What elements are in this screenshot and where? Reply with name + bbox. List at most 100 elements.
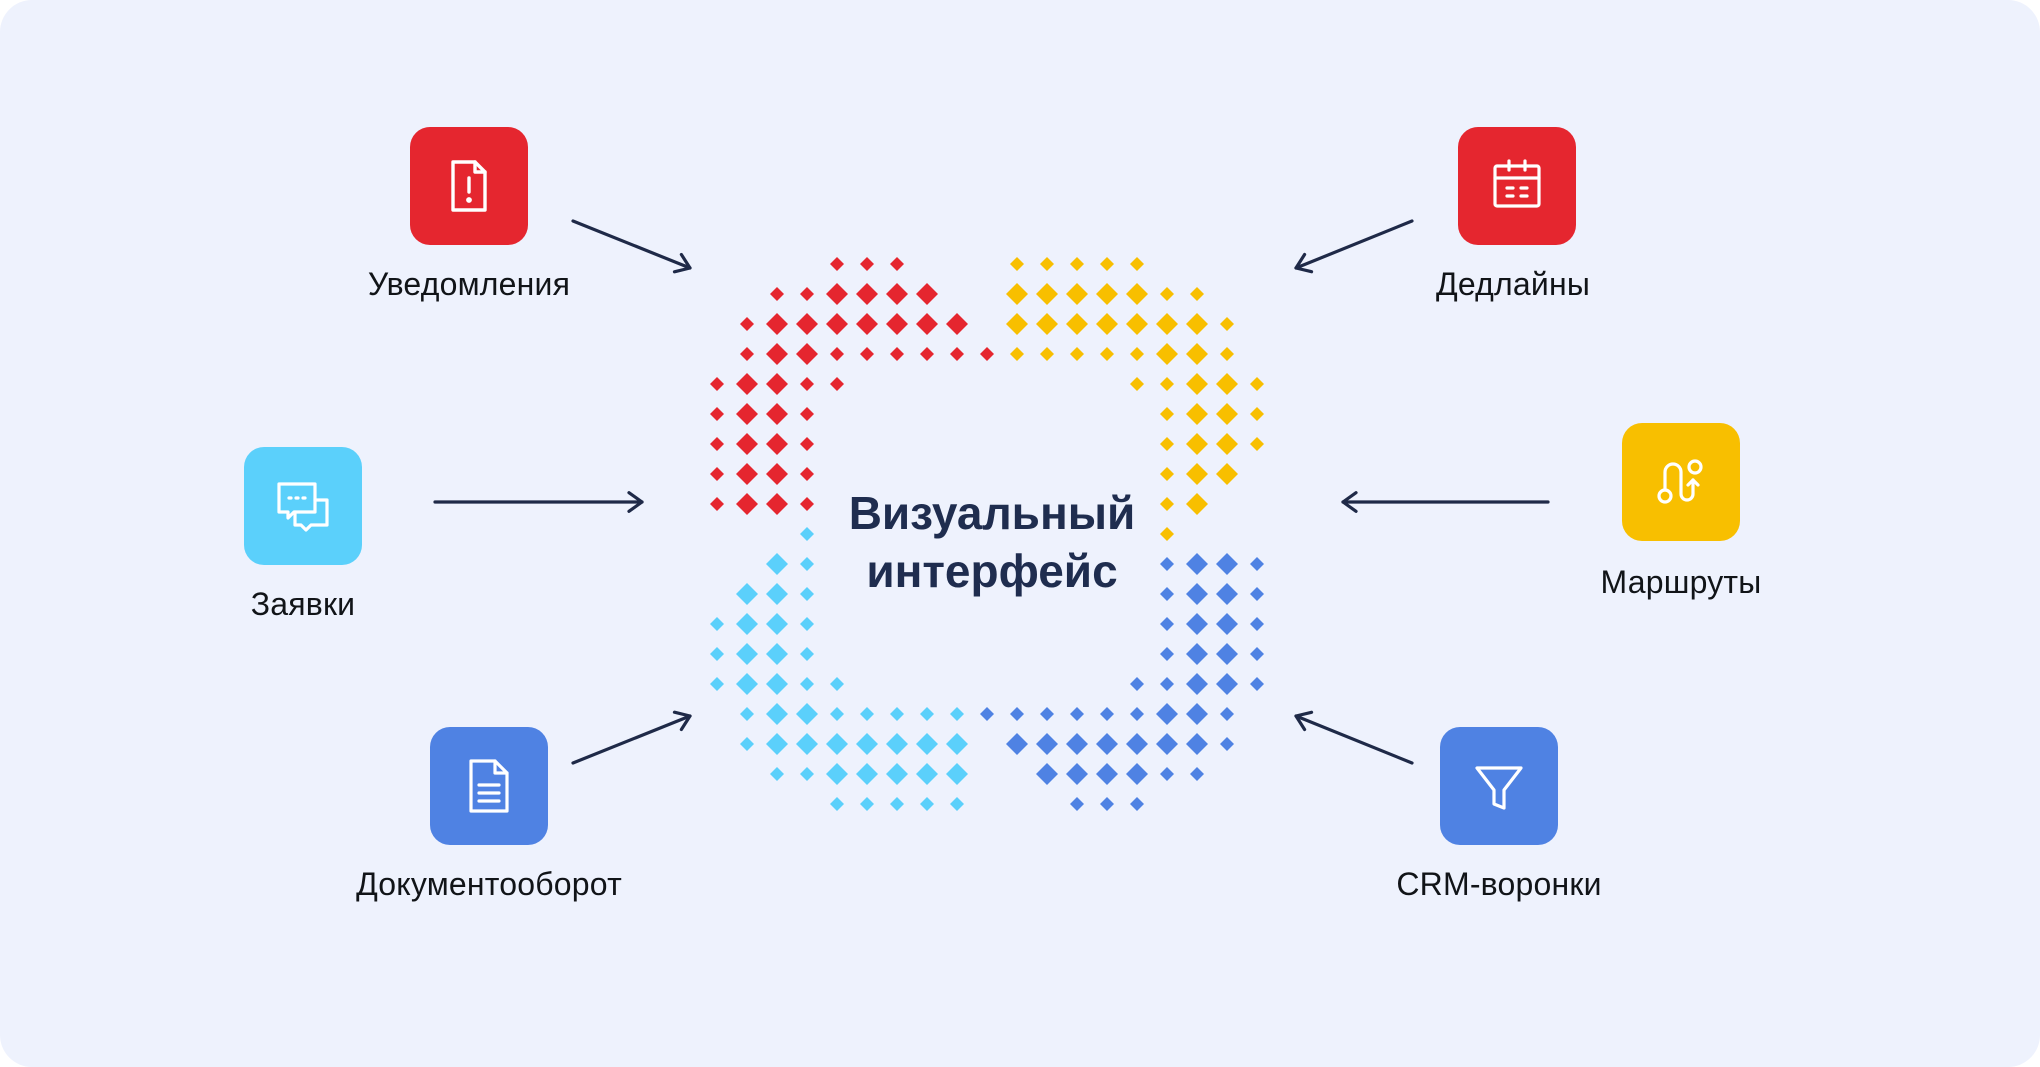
diamond-dot xyxy=(770,767,784,781)
diamond-dot xyxy=(766,613,788,635)
diamond-dot xyxy=(1006,313,1028,335)
diamond-dot xyxy=(736,403,758,425)
document-alert-icon xyxy=(451,160,487,212)
diamond-dot xyxy=(830,347,844,361)
diamond-dot xyxy=(920,707,934,721)
diamond-dot xyxy=(1216,673,1238,695)
diamond-dot xyxy=(1040,257,1054,271)
diamond-dot xyxy=(1186,583,1208,605)
diamond-dot xyxy=(1250,617,1264,631)
diamond-dot xyxy=(1160,647,1174,661)
diamond-dot xyxy=(1100,347,1114,361)
diamond-dot xyxy=(860,707,874,721)
diamond-dot xyxy=(710,407,724,421)
diamond-dot xyxy=(800,647,814,661)
diamond-dot xyxy=(1036,313,1058,335)
diamond-dot xyxy=(800,437,814,451)
diamond-dot xyxy=(1216,463,1238,485)
diamond-dot xyxy=(950,797,964,811)
diamond-dot xyxy=(766,403,788,425)
diamond-dot xyxy=(1186,673,1208,695)
diamond-dot xyxy=(736,643,758,665)
diamond-dot xyxy=(1250,647,1264,661)
diamond-dot xyxy=(800,527,814,541)
diamond-dot xyxy=(890,257,904,271)
diamond-dot xyxy=(710,497,724,511)
diamond-dot xyxy=(1216,403,1238,425)
diamond-dot xyxy=(916,733,938,755)
arrowhead-icon xyxy=(1294,710,1314,732)
diamond-dot xyxy=(740,347,754,361)
diamond-dot xyxy=(1066,763,1088,785)
diamond-dot xyxy=(1160,557,1174,571)
center-title-line-2: интерфейс xyxy=(866,545,1118,597)
diamond-dot xyxy=(1186,493,1208,515)
diamond-dot xyxy=(1160,287,1174,301)
connector-arrow-line xyxy=(571,219,692,270)
diamond-dot xyxy=(1186,733,1208,755)
diamond-dot xyxy=(710,677,724,691)
diamond-dot xyxy=(1250,407,1264,421)
chat-bubbles-icon xyxy=(277,482,329,532)
diamond-dot xyxy=(740,737,754,751)
diamond-dot xyxy=(1220,317,1234,331)
requests-icon-tile xyxy=(244,447,362,565)
diamond-dot xyxy=(920,347,934,361)
diamond-dot xyxy=(1130,347,1144,361)
diamond-dot xyxy=(856,733,878,755)
diamond-dot xyxy=(1160,437,1174,451)
diamond-dot xyxy=(800,767,814,781)
arrowhead-icon xyxy=(1294,252,1314,274)
diamond-dot xyxy=(766,643,788,665)
diamond-dot xyxy=(1160,527,1174,541)
diamond-dot xyxy=(1216,643,1238,665)
diamond-dot xyxy=(1250,587,1264,601)
diamond-dot xyxy=(796,343,818,365)
diamond-dot xyxy=(800,467,814,481)
diamond-dot xyxy=(826,283,848,305)
diamond-dot xyxy=(1130,677,1144,691)
diamond-dot xyxy=(1186,613,1208,635)
diamond-dot xyxy=(1100,257,1114,271)
document-lines-icon xyxy=(469,759,509,813)
diamond-dot xyxy=(1156,703,1178,725)
connector-arrow-line xyxy=(571,714,692,765)
diamond-dot xyxy=(830,377,844,391)
diamond-dot xyxy=(1216,553,1238,575)
diamond-dot xyxy=(766,343,788,365)
diamond-dot xyxy=(860,797,874,811)
diamond-dot xyxy=(766,313,788,335)
diamond-dot xyxy=(1096,763,1118,785)
diamond-dot xyxy=(1036,733,1058,755)
diamond-dot xyxy=(736,583,758,605)
diamond-dot xyxy=(830,707,844,721)
diamond-dot xyxy=(766,493,788,515)
deadlines-label: Дедлайны xyxy=(1435,266,1591,302)
diamond-dot xyxy=(1006,283,1028,305)
routes-label: Маршруты xyxy=(1600,564,1762,600)
diamond-dot xyxy=(800,287,814,301)
diamond-dot xyxy=(916,313,938,335)
diamond-dot xyxy=(1126,763,1148,785)
diamond-dot xyxy=(1250,557,1264,571)
docflow-icon-tile xyxy=(430,727,548,845)
diamond-dot xyxy=(1186,343,1208,365)
diamond-dot xyxy=(1126,313,1148,335)
diamond-dot xyxy=(796,313,818,335)
diamond-dot xyxy=(1220,347,1234,361)
connector-arrow-line xyxy=(1294,714,1414,765)
diamond-dot xyxy=(1160,407,1174,421)
diamond-dot xyxy=(1220,737,1234,751)
diamond-dot xyxy=(736,613,758,635)
diamond-dot xyxy=(1130,707,1144,721)
diamond-dot xyxy=(1010,257,1024,271)
diamond-dot xyxy=(856,283,878,305)
diamond-dot xyxy=(980,707,994,721)
diamond-dot xyxy=(740,317,754,331)
diamond-dot xyxy=(1160,467,1174,481)
diamond-dot xyxy=(1036,283,1058,305)
diamond-dot xyxy=(1096,733,1118,755)
docflow-label: Документооборот xyxy=(356,866,622,902)
diamond-dot xyxy=(1160,677,1174,691)
diamond-dot xyxy=(1130,797,1144,811)
